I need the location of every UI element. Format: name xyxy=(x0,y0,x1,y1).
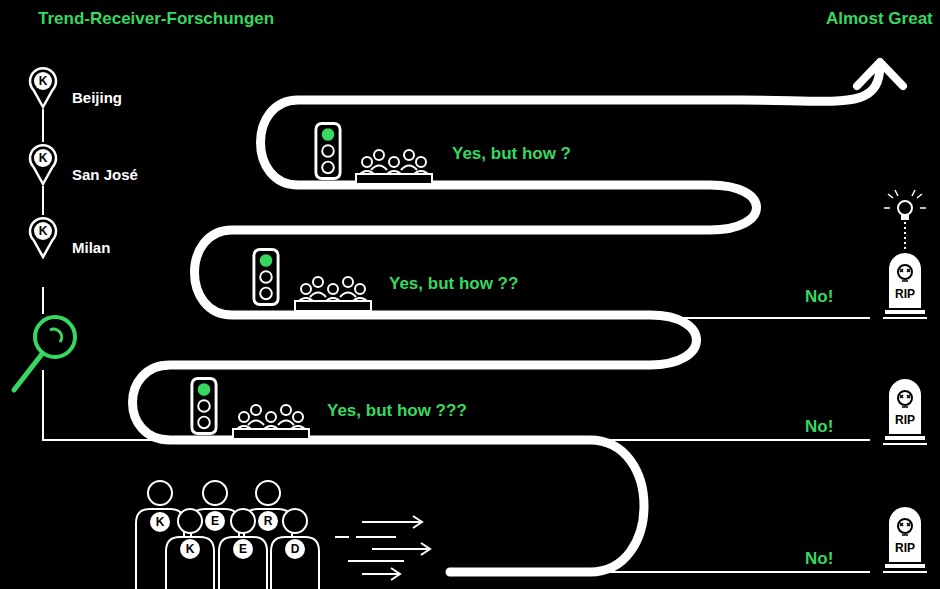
dotted-line xyxy=(904,222,906,250)
badge-letter: D xyxy=(285,539,305,559)
road-arrowhead xyxy=(857,62,903,86)
dead-end-line xyxy=(43,370,870,440)
person-head xyxy=(178,509,202,533)
badge-node: E xyxy=(233,539,253,559)
badge-letter: R xyxy=(258,511,278,531)
tombstone-base xyxy=(885,310,925,314)
question-label: Yes, but how ?? xyxy=(389,274,518,294)
badge-letter: E xyxy=(233,539,253,559)
badge-node: R xyxy=(258,511,278,531)
crowd-icon xyxy=(233,405,309,439)
pin-node: KMilan xyxy=(28,215,58,259)
badge-node: K xyxy=(180,539,200,559)
rejection-label: No! xyxy=(805,417,833,437)
lightbulb-rays xyxy=(884,190,926,208)
question-label: Yes, but how ??? xyxy=(327,401,467,421)
team-badge xyxy=(205,511,225,531)
city-name: Beijing xyxy=(72,89,122,107)
connector-line xyxy=(42,186,44,215)
bulb-eyes xyxy=(900,269,910,281)
traffic-light xyxy=(254,249,278,304)
team-badge xyxy=(233,539,253,559)
connector-line xyxy=(42,109,44,142)
tomb-node: RIP xyxy=(883,252,927,320)
question-label: Yes, but how ? xyxy=(452,144,571,164)
badge-letter: E xyxy=(205,511,225,531)
goal-label: Almost Great xyxy=(826,9,933,29)
dead-end-line xyxy=(590,571,870,573)
badge-letter: K xyxy=(180,539,200,559)
ground-line xyxy=(883,443,927,445)
pin-node: KSan José xyxy=(28,142,58,186)
page-title: Trend-Receiver-Forschungen xyxy=(38,9,274,29)
tombstone-base xyxy=(885,436,925,440)
magnifier-handle xyxy=(14,354,42,390)
person-head xyxy=(231,509,255,533)
badge-node: E xyxy=(205,511,225,531)
person-head xyxy=(148,481,172,505)
traffic-light xyxy=(316,123,340,178)
team-badge xyxy=(285,539,305,559)
leader-line xyxy=(42,287,44,314)
ground-line xyxy=(883,317,927,319)
person-head xyxy=(203,481,227,505)
tomb-node: RIP xyxy=(883,378,927,446)
tomb-letter: RIP xyxy=(883,412,927,428)
tomb-letter: RIP xyxy=(883,540,927,556)
tomb-outline xyxy=(883,252,927,320)
team-badge xyxy=(150,512,170,532)
tombstone-base xyxy=(885,564,925,568)
rejection-label: No! xyxy=(805,549,833,569)
person-head xyxy=(256,481,280,505)
city-name: San José xyxy=(72,166,138,184)
magnifier-lens xyxy=(35,317,75,357)
person-body xyxy=(166,537,214,589)
traffic-light xyxy=(192,378,216,433)
tomb-node: RIP xyxy=(883,506,927,574)
rejection-label: No! xyxy=(805,287,833,307)
city-name: Milan xyxy=(72,239,110,257)
pin-letter: K xyxy=(28,222,58,240)
tomb-letter: RIP xyxy=(883,286,927,302)
pin-node: KBeijing xyxy=(28,65,58,109)
tomb-outline xyxy=(883,378,927,446)
pin-letter: K xyxy=(28,72,58,90)
magnifier-glint xyxy=(50,329,62,342)
team-badge xyxy=(180,539,200,559)
team-badge xyxy=(258,511,278,531)
lightbulb-base xyxy=(901,215,909,220)
badge-node: K xyxy=(150,512,170,532)
pin-letter: K xyxy=(28,149,58,167)
badge-node: D xyxy=(285,539,305,559)
speed-lines xyxy=(335,516,430,580)
bulb-eyes xyxy=(900,523,910,535)
ground-line xyxy=(883,571,927,573)
person-body xyxy=(271,537,319,589)
crowd-icon xyxy=(356,150,432,184)
winding-road xyxy=(133,64,881,572)
crowd-icon xyxy=(295,277,371,311)
bulb-eyes xyxy=(900,395,910,407)
person-head xyxy=(283,509,307,533)
person-body xyxy=(219,537,267,589)
tomb-outline xyxy=(883,506,927,574)
lightbulb xyxy=(898,201,912,215)
badge-letter: K xyxy=(150,512,170,532)
